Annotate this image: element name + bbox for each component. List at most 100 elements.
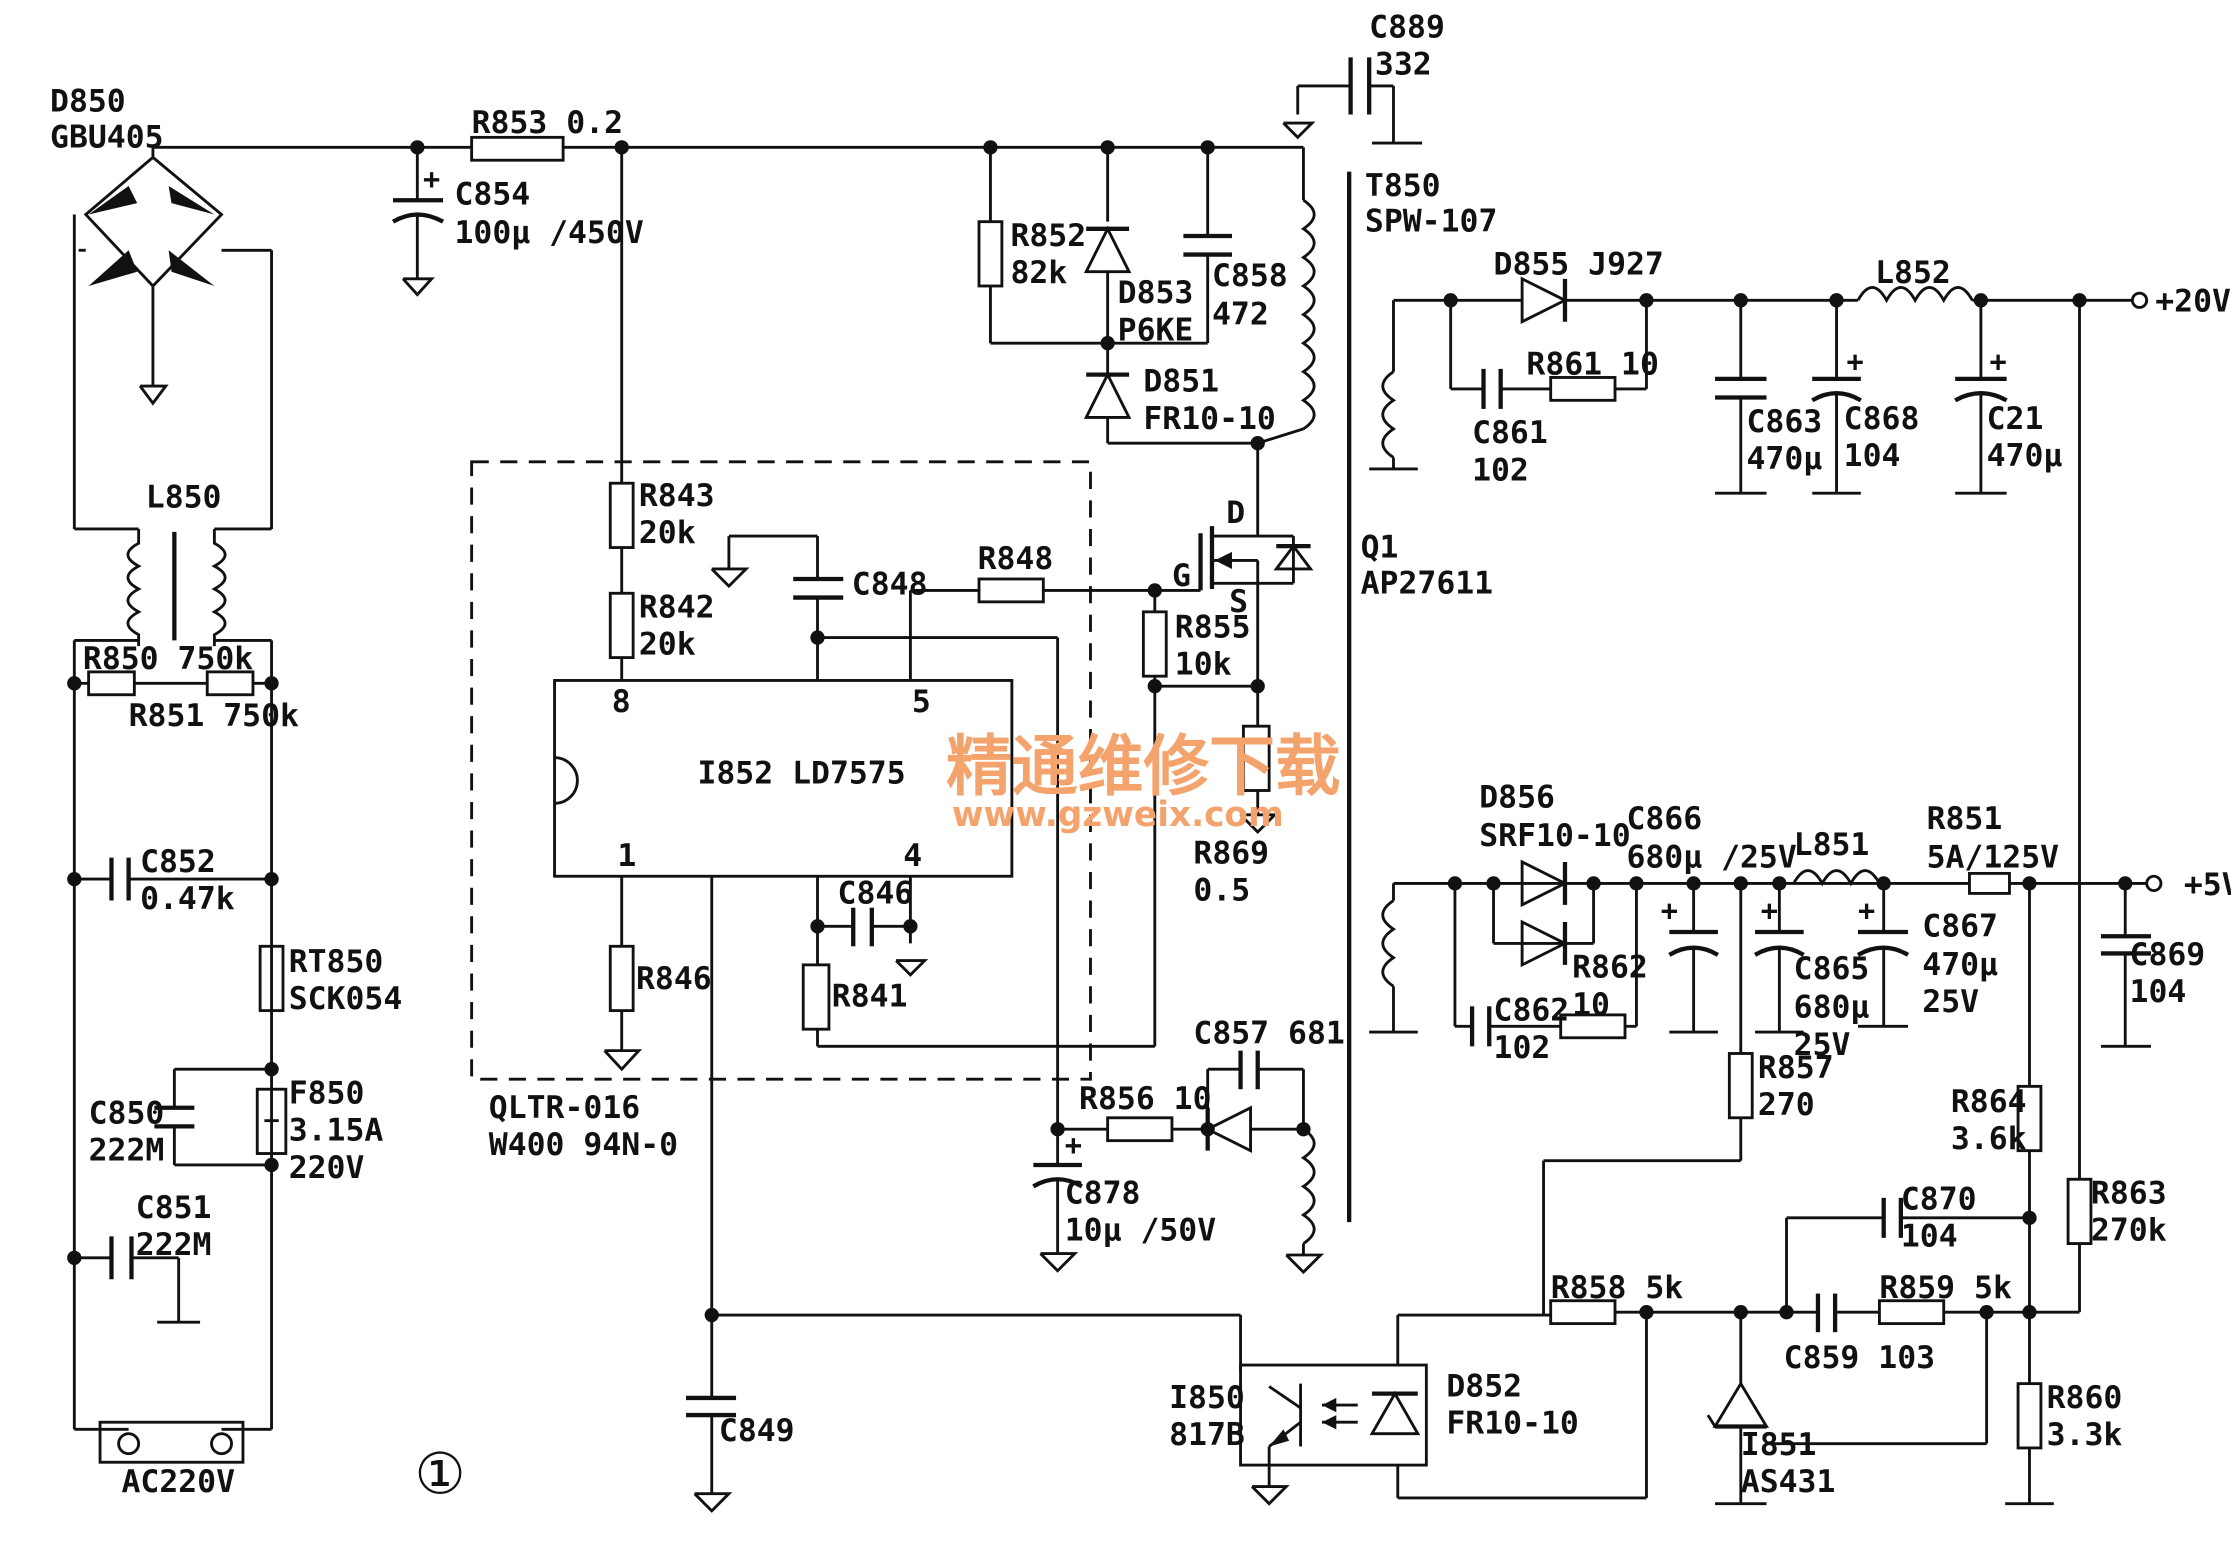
- label-c870-value: 104: [1901, 1218, 1958, 1254]
- label-r856: R856 10: [1079, 1081, 1212, 1117]
- label-c846: C846: [838, 875, 914, 911]
- optocoupler-i850: [1239, 1313, 1648, 1506]
- label-d852: D852: [1446, 1368, 1522, 1404]
- capacitor-c849: [686, 1313, 1242, 1513]
- label-l851: L851: [1794, 827, 1870, 863]
- label-c867-voltage: 25V: [1922, 984, 1979, 1020]
- label-r869-value: 0.5: [1193, 873, 1250, 909]
- label-c878-value: 10μ /50V: [1065, 1213, 1216, 1249]
- svg-text:+: +: [1858, 894, 1875, 928]
- watermark-text: 精通维修下载: [946, 728, 1340, 805]
- label-l850: L850: [146, 480, 222, 516]
- label-r851-a: R851 750k: [129, 698, 299, 734]
- label-c878: C878: [1065, 1176, 1141, 1212]
- label-r855: R855: [1175, 610, 1251, 646]
- label-p6ke: P6KE: [1118, 312, 1194, 348]
- secondary-20v: + +: [1393, 276, 2149, 1180]
- label-c850: C850: [89, 1096, 165, 1132]
- label-pin-5: 5: [912, 684, 931, 720]
- label-r851-b: R851: [1927, 801, 2003, 837]
- label-c868: C868: [1844, 401, 1920, 437]
- capacitor-c854: +: [391, 147, 445, 297]
- resistor-r853: [470, 135, 565, 162]
- label-d853: D853: [1118, 275, 1194, 311]
- label-d852-value: FR10-10: [1446, 1406, 1579, 1442]
- label-ap27611: AP27611: [1361, 565, 1493, 601]
- label-r862: R862: [1572, 950, 1648, 986]
- label-c862-value: 102: [1494, 1030, 1551, 1066]
- label-r852: R852: [1010, 218, 1086, 254]
- label-r842-value: 20k: [639, 627, 696, 663]
- component-labels: D850 GBU405 R853 0.2 C854 100μ /450V C88…: [50, 9, 2231, 1507]
- label-c858: C858: [1212, 258, 1288, 294]
- label-pin-d: D: [1226, 495, 1245, 531]
- label-c865-voltage: 25V: [1794, 1027, 1851, 1063]
- label-r858: R858 5k: [1551, 1270, 1684, 1306]
- startup-resistors: [608, 147, 635, 681]
- label-d855: D855 J927: [1494, 247, 1664, 283]
- label-w400: W400 94N-0: [489, 1127, 678, 1163]
- label-r860: R860: [2047, 1380, 2123, 1416]
- label-sck054: SCK054: [289, 981, 403, 1017]
- svg-text:+: +: [423, 162, 440, 196]
- label-as431: AS431: [1741, 1464, 1836, 1500]
- label-c866-value: 680μ /25V: [1626, 840, 1796, 876]
- label-t850: T850: [1365, 168, 1441, 204]
- label-f850: F850: [289, 1076, 365, 1112]
- label-c865-value: 680μ: [1794, 990, 1870, 1026]
- label-c889: C889: [1369, 9, 1445, 45]
- label-pin-g: G: [1172, 558, 1191, 594]
- label-c866: C866: [1626, 801, 1702, 837]
- label-r855-value: 10k: [1175, 647, 1232, 683]
- label-r859: R859 5k: [1879, 1270, 2012, 1306]
- label-817b: 817B: [1169, 1417, 1245, 1453]
- label-r848: R848: [978, 541, 1054, 577]
- mosfet-q1: [1141, 443, 1314, 1047]
- label-r857: R857: [1758, 1050, 1834, 1086]
- aux-supply: +: [1032, 1050, 1325, 1275]
- label-d850: D850: [50, 84, 126, 120]
- label-c854: C854: [454, 177, 530, 213]
- label-srf: SRF10-10: [1479, 818, 1630, 854]
- capacitor-c889: [1282, 57, 1423, 145]
- label-r857-value: 270: [1758, 1087, 1815, 1123]
- label-ac220v: AC220V: [121, 1464, 235, 1500]
- label-c858-value: 472: [1212, 297, 1269, 333]
- label-r864-value: 3.6k: [1951, 1121, 2027, 1157]
- label-c867-value: 470μ: [1922, 947, 1998, 983]
- svg-text:+: +: [1847, 345, 1864, 379]
- label-r841: R841: [832, 978, 908, 1014]
- feedback-network: [1549, 883, 2093, 1506]
- label-r852-value: 82k: [1010, 255, 1067, 291]
- label-c859: C859 103: [1784, 1340, 1935, 1376]
- label-r842: R842: [639, 590, 715, 626]
- label-r869: R869: [1193, 835, 1269, 871]
- label-ic: I852 LD7575: [697, 755, 905, 791]
- module-outline: [470, 460, 1092, 1081]
- label-l852: L852: [1875, 255, 1951, 291]
- label-r843-value: 20k: [639, 515, 696, 551]
- label-c870: C870: [1901, 1181, 1977, 1217]
- secondary-5v: + + +: [1369, 859, 2163, 1316]
- label-c861: C861: [1472, 415, 1548, 451]
- label-i851: I851: [1741, 1427, 1817, 1463]
- label-c869-value: 104: [2130, 974, 2187, 1010]
- label-pin-4: 4: [903, 838, 922, 874]
- snubber-network: [977, 147, 1258, 445]
- label-qltr: QLTR-016: [489, 1090, 640, 1126]
- label-plus20v: +20V: [2155, 284, 2231, 320]
- label-pin-s: S: [1229, 584, 1248, 620]
- label-r863: R863: [2091, 1176, 2167, 1212]
- label-r843: R843: [639, 478, 715, 514]
- svg-text:+: +: [1989, 345, 2006, 379]
- label-c867: C867: [1922, 908, 1998, 944]
- label-c21: C21: [1987, 401, 2044, 437]
- label-c889-value: 332: [1375, 46, 1432, 82]
- label-c861-value: 102: [1472, 452, 1529, 488]
- label-c850-value: 222M: [89, 1133, 165, 1169]
- label-r862-value: 10: [1572, 987, 1610, 1023]
- label-c21-value: 470μ: [1987, 438, 2063, 474]
- label-r864: R864: [1951, 1084, 2027, 1120]
- label-q1: Q1: [1361, 530, 1399, 566]
- svg-text:+: +: [1065, 1128, 1082, 1162]
